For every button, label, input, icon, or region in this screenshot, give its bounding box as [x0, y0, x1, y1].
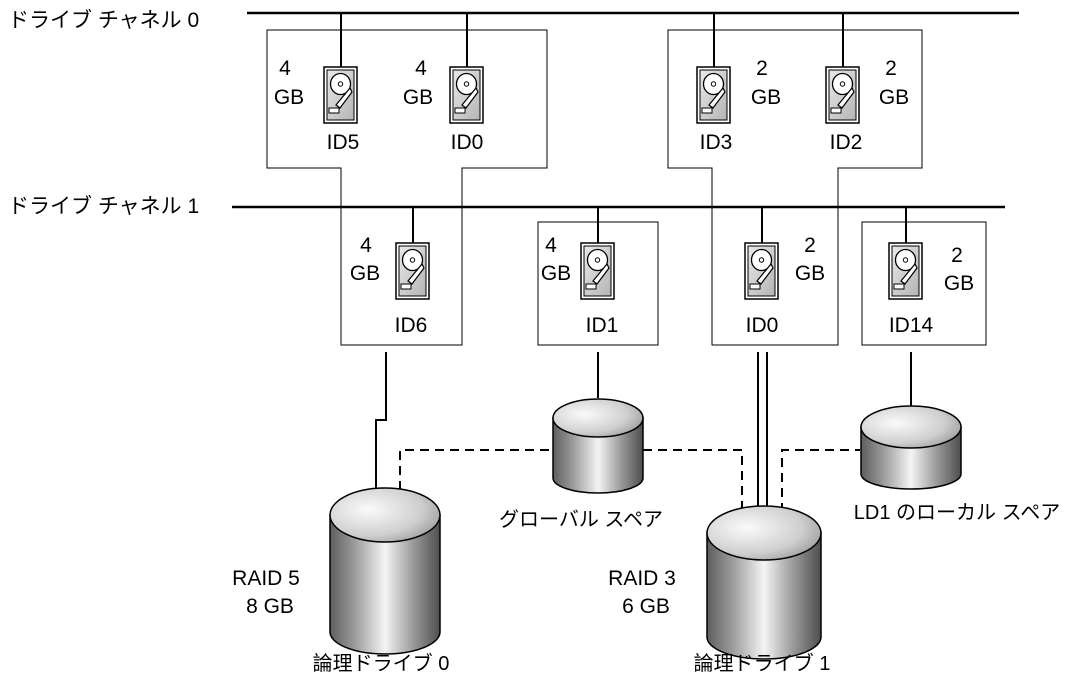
drive-size-unit: GB	[944, 272, 974, 295]
logical-drive-0-raid-label: RAID 5	[232, 567, 300, 590]
drive-id-label: ID6	[395, 314, 428, 337]
drive-id5: 4 GB ID5	[274, 57, 360, 154]
drive-size-number: 2	[951, 244, 963, 267]
logical-drive-1-raid-label: RAID 3	[608, 567, 676, 590]
local-spare-label: LD1 のローカル スペア	[854, 502, 1060, 524]
drive-id1: 4 GB ID1	[541, 234, 619, 337]
drive-id14: 2 GB ID14	[889, 244, 974, 337]
drive-size-unit: GB	[879, 86, 909, 109]
logical-drive-0-name: 論理ドライブ 0	[313, 651, 450, 675]
drive-id-label: ID5	[327, 131, 360, 154]
hard-disk-icon	[696, 66, 731, 124]
drive-size-unit: GB	[350, 262, 380, 285]
drive-id-label: ID0	[451, 131, 484, 154]
hard-disk-icon	[395, 242, 430, 300]
logical-drive-0-size-label: 8 GB	[246, 595, 294, 618]
hard-disk-icon	[580, 242, 615, 300]
logical-drive-0-disk-icon	[329, 487, 441, 655]
drive-size-number: 4	[415, 57, 427, 80]
drive-id-label: ID2	[830, 131, 863, 154]
drive-size-unit: GB	[751, 86, 781, 109]
logical-drive-0-group-outline	[266, 29, 548, 346]
logical-drive-1-disk-icon	[706, 505, 822, 660]
global-spare-disk-icon	[552, 398, 644, 494]
local-spare-group-outline	[861, 221, 987, 346]
logical-drive-0-link	[375, 352, 387, 492]
channel-1-label: ドライブ チャネル 1	[8, 195, 199, 218]
drive-id-label: ID3	[700, 131, 733, 154]
drive-size-number: 2	[804, 234, 816, 257]
drive-size-number: 2	[885, 57, 897, 80]
drive-size-number: 2	[756, 57, 768, 80]
logical-drive-1-name: 論理ドライブ 1	[694, 651, 831, 675]
drive-id2: 2 GB ID2	[830, 57, 910, 154]
drive-size-number: 4	[279, 57, 291, 80]
drive-id6: 4 GB ID6	[350, 234, 428, 337]
hard-disk-icon	[888, 242, 923, 300]
drive-size-unit: GB	[795, 262, 825, 285]
drive-size-unit: GB	[274, 86, 304, 109]
drive-id3: 2 GB ID3	[700, 57, 782, 154]
global-spare-label: グローバル スペア	[499, 508, 663, 531]
logical-drive-1-size-label: 6 GB	[622, 595, 670, 618]
hard-disk-icon	[744, 242, 779, 300]
logical-drive-1-group-outline	[667, 29, 923, 346]
drive-id0-channel0: 4 GB ID0	[403, 57, 484, 154]
drive-size-unit: GB	[403, 86, 433, 109]
global-spare-to-ld0-dashed	[399, 449, 553, 505]
drive-size-number: 4	[360, 234, 372, 257]
drive-id-label: ID14	[889, 314, 934, 337]
drive-id-label: ID1	[586, 314, 619, 337]
local-spare-disk-icon	[860, 405, 962, 490]
drive-size-number: 4	[545, 234, 557, 257]
drive-id0-channel1: 2 GB ID0	[746, 234, 826, 337]
channel-0-label: ドライブ チャネル 0	[8, 9, 199, 32]
hard-disk-icon	[323, 66, 358, 124]
global-spare-to-ld1-dashed	[643, 449, 743, 512]
hard-disk-icon	[825, 66, 860, 124]
local-spare-to-ld1-dashed	[781, 449, 860, 512]
drive-id-label: ID0	[746, 314, 779, 337]
drive-size-unit: GB	[541, 262, 571, 285]
hard-disk-icon	[449, 66, 484, 124]
